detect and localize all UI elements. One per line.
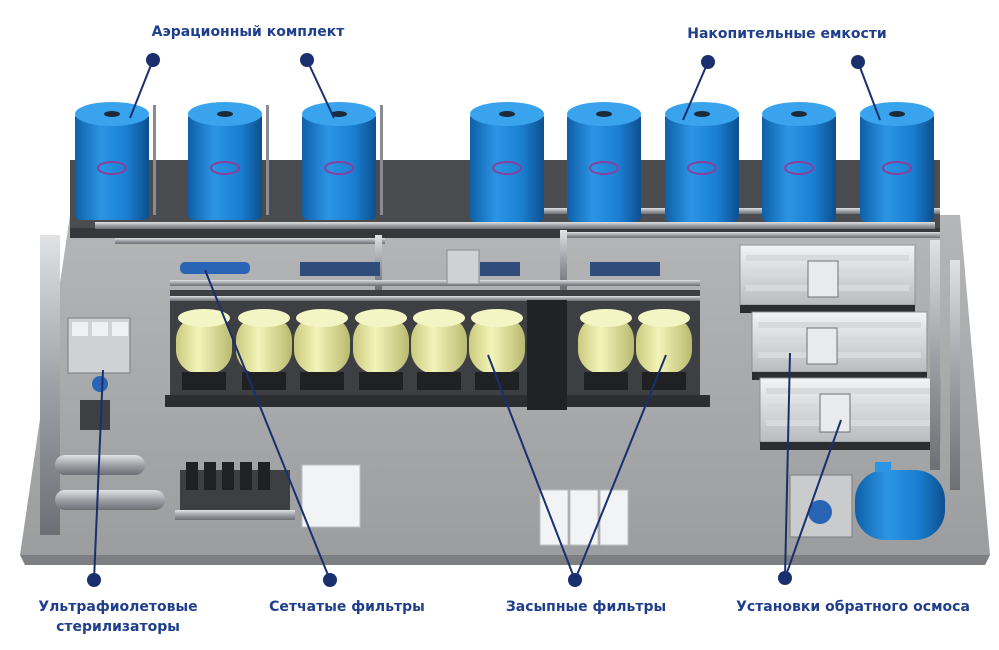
label-uv-sterilizers: Ультрафиолетовые стерилизаторы xyxy=(38,597,197,637)
label-uv-line-1: Ультрафиолетовые xyxy=(38,599,198,615)
filter-vessel xyxy=(353,309,409,390)
control-cabinets xyxy=(301,464,629,546)
storage-tank xyxy=(567,102,641,222)
ro-feed-tank xyxy=(789,462,945,540)
filter-vessel xyxy=(176,309,232,390)
storage-tank xyxy=(470,102,544,222)
storage-tanks xyxy=(470,102,934,222)
leader-line-fill xyxy=(574,354,667,581)
leader-line-ro xyxy=(784,352,791,579)
leader-lines xyxy=(93,59,881,581)
label-reverse-osmosis: Установки обратного осмоса xyxy=(736,599,970,615)
filter-vessel xyxy=(578,309,634,390)
label-storage-tanks: Накопительные емкости xyxy=(687,26,887,42)
filter-vessel xyxy=(294,309,350,390)
fill-filters xyxy=(176,309,692,390)
callout-dot xyxy=(87,573,101,587)
callout-dot xyxy=(851,55,865,69)
uv-sterilizers xyxy=(40,235,165,535)
ro-unit xyxy=(759,377,941,450)
label-aeration-kit: Аэрационный комплект xyxy=(151,24,345,40)
leader-line-storage xyxy=(857,61,881,121)
leader-line-aeration xyxy=(129,59,154,119)
leader-line-uv xyxy=(93,369,104,581)
ro-unit xyxy=(751,311,928,380)
label-uv-line-2: стерилизаторы xyxy=(56,619,180,635)
filter-vessel xyxy=(636,309,692,390)
callout-dot xyxy=(568,573,582,587)
leader-line-ro xyxy=(784,419,842,579)
storage-tank xyxy=(762,102,836,222)
leader-line-storage xyxy=(682,61,709,121)
callout-dot xyxy=(778,571,792,585)
label-mesh-filters: Сетчатые фильтры xyxy=(269,599,425,615)
filter-vessel xyxy=(469,309,525,390)
callout-dot xyxy=(701,55,715,69)
filter-vessel xyxy=(236,309,292,390)
leader-line-mesh xyxy=(204,269,331,581)
aeration-tank xyxy=(188,102,269,220)
label-fill-filters: Засыпные фильтры xyxy=(505,599,667,615)
callout-dot xyxy=(146,53,160,67)
aeration-tank xyxy=(302,102,383,220)
storage-tank xyxy=(860,102,934,222)
storage-tank xyxy=(665,102,739,222)
callout-dot xyxy=(300,53,314,67)
leader-line-aeration xyxy=(306,59,335,119)
leader-line-fill xyxy=(487,354,576,581)
aeration-tank xyxy=(75,102,156,220)
filter-vessel xyxy=(411,309,467,390)
callout-dots xyxy=(87,53,865,587)
pump-station xyxy=(175,462,295,520)
ro-unit xyxy=(739,244,916,313)
aeration-tanks xyxy=(75,102,383,220)
callout-dot xyxy=(323,573,337,587)
